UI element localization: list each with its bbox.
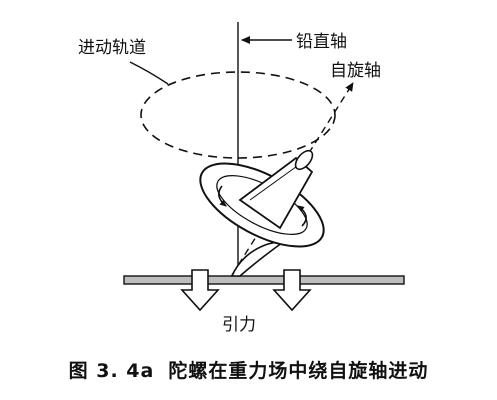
figure-number: 图 3. 4a (68, 360, 155, 382)
vertical-axis-label: 铅直轴 (296, 32, 347, 52)
ground-plate (123, 275, 405, 285)
gravity-label: 引力 (222, 315, 256, 335)
orbit-label-leader (129, 61, 169, 85)
gravity-arrow-left (180, 269, 220, 312)
precession-orbit-label: 进动轨道 (78, 38, 146, 58)
gravity-arrow-right (272, 269, 312, 312)
figure-caption-text: 陀螺在重力场中绕自旋轴进动 (168, 360, 429, 382)
gyroscope-body (199, 149, 325, 277)
spin-axis-label: 自旋轴 (330, 61, 381, 81)
precession-orbit-ellipse (140, 71, 336, 159)
figure-caption: 图 3. 4a 陀螺在重力场中绕自旋轴进动 (0, 356, 497, 383)
